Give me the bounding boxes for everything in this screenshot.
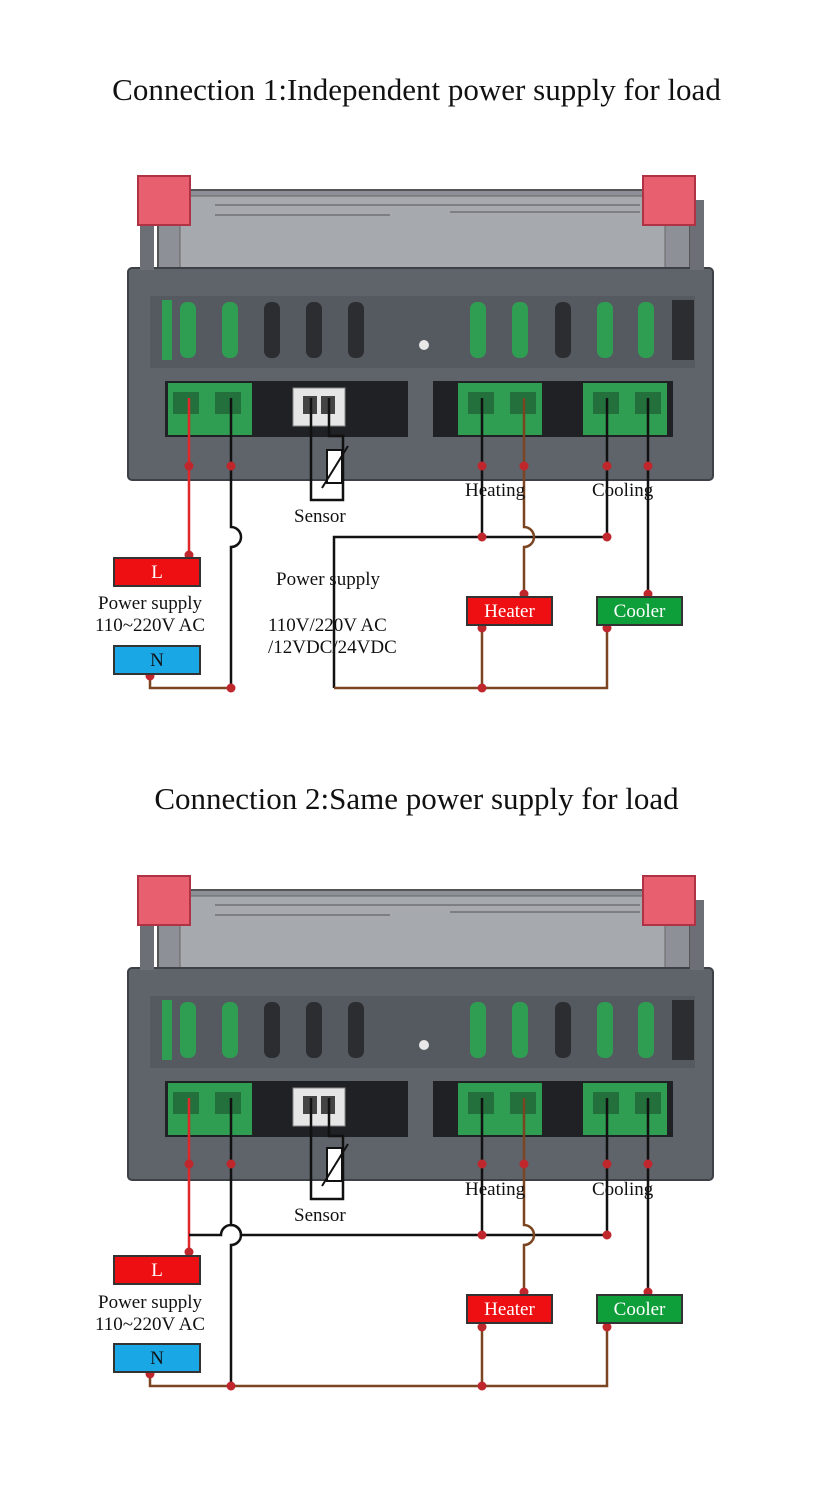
supply-label: Power supply (98, 1292, 202, 1313)
supply-voltage: 110~220V AC (94, 615, 206, 636)
sensor-label: Sensor (294, 1205, 346, 1226)
neutral-return-wire (148, 676, 231, 690)
connection2-wiring-svg (127, 875, 714, 1391)
neutral-wire (229, 1098, 243, 1386)
load-supply-voltage-2: /12VDC/24VDC (268, 637, 397, 658)
heater-box: Heater (466, 596, 553, 626)
controller-unit (127, 875, 714, 1181)
supply-label: Power supply (98, 593, 202, 614)
connection1-wiring-svg (127, 175, 714, 693)
cooling-label: Cooling (592, 480, 654, 501)
heating-label: Heating (465, 1179, 526, 1200)
wire-nodes (145, 461, 653, 693)
live-terminal-box: L (113, 557, 201, 587)
load-supply-label: Power supply (276, 569, 380, 590)
connection2-diagram: Sensor Heating Cooling L Power supply 11… (0, 700, 833, 1391)
load-supply-voltage-1: 110V/220V AC (268, 615, 387, 636)
cooling-label: Cooling (592, 1179, 654, 1200)
cooler-box: Cooler (596, 596, 683, 626)
heating-label: Heating (465, 480, 526, 501)
supply-voltage: 110~220V AC (94, 1314, 206, 1335)
wires (148, 398, 650, 690)
heating-wire (522, 398, 536, 594)
load-return-wire (334, 628, 609, 690)
connection1-title: Connection 1:Independent power supply fo… (112, 72, 721, 107)
neutral-terminal-box: N (113, 1343, 201, 1373)
connection1-diagram: Sensor Heating Cooling L Power supply 11… (0, 0, 833, 693)
neutral-wire (229, 398, 243, 688)
controller-unit (127, 175, 714, 481)
thermistor-slash (321, 1143, 349, 1187)
live-terminal-box: L (113, 1255, 201, 1285)
neutral-terminal-box: N (113, 645, 201, 675)
sensor-label: Sensor (294, 506, 346, 527)
cooler-box: Cooler (596, 1294, 683, 1324)
thermistor-slash (321, 445, 349, 489)
connection2-title: Connection 2:Same power supply for load (154, 781, 679, 816)
heating-wire (522, 1098, 536, 1292)
heater-box: Heater (466, 1294, 553, 1324)
wire-nodes (145, 1159, 653, 1391)
neutral-return-wire (148, 1327, 609, 1388)
